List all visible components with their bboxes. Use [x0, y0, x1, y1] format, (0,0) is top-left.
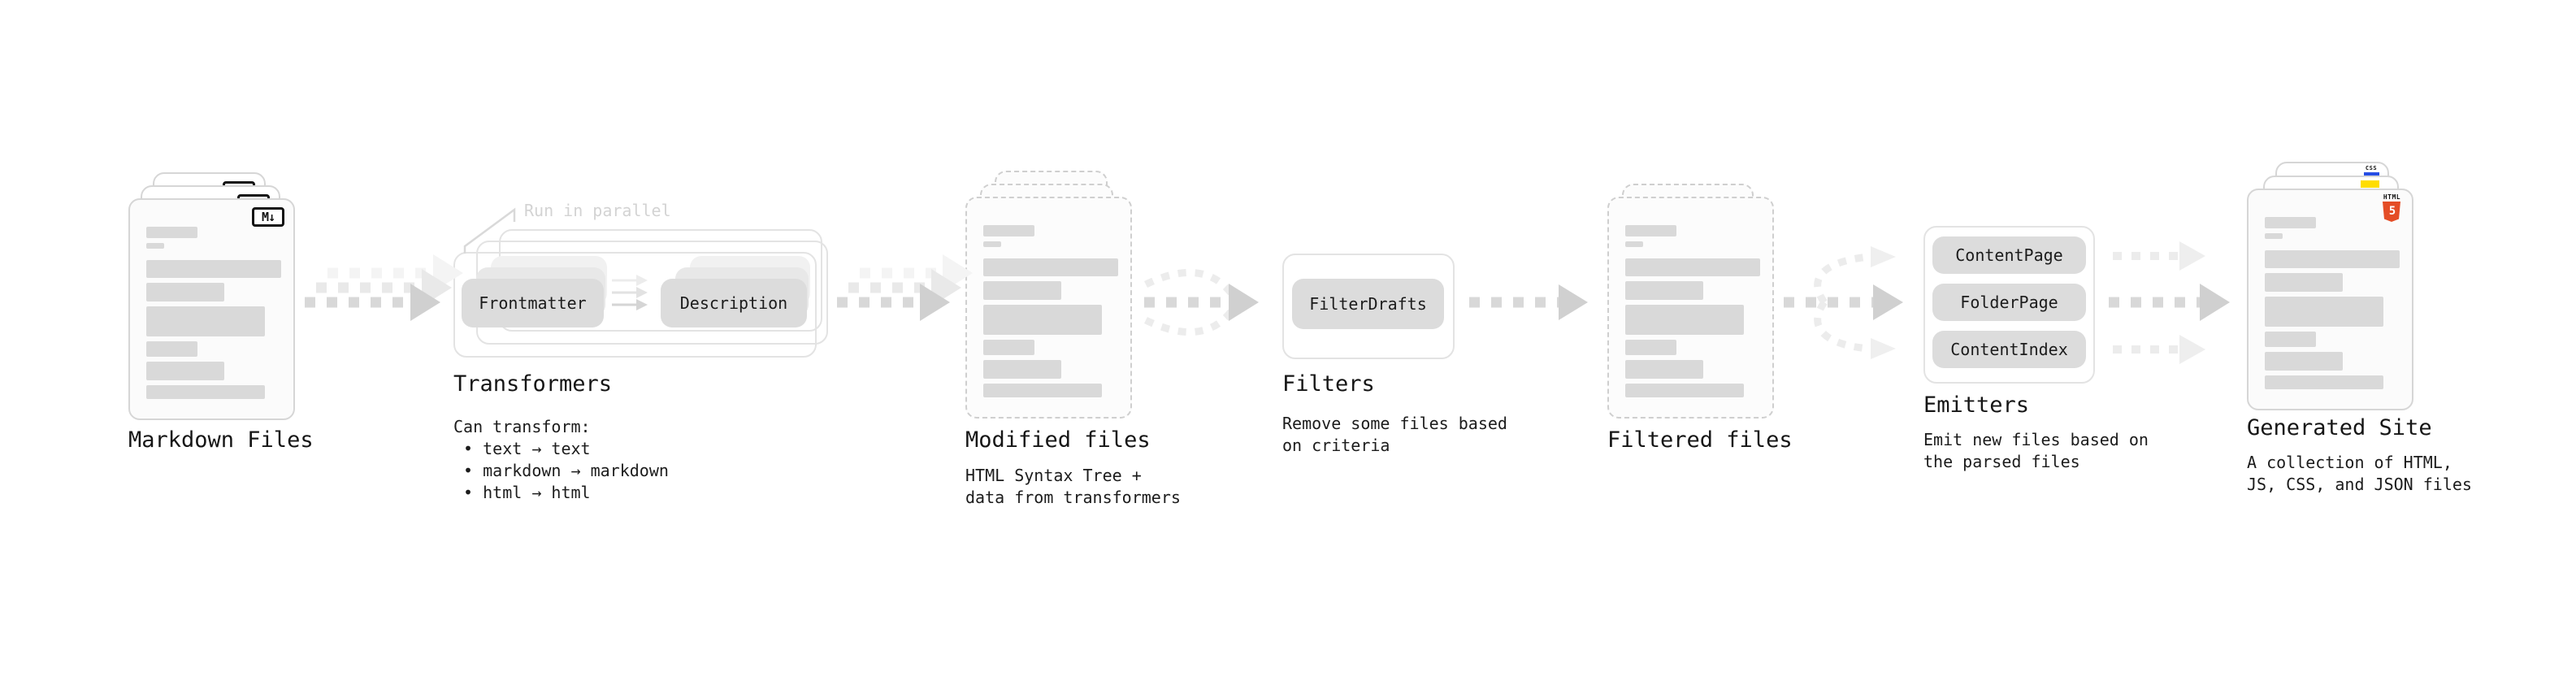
content-bar — [983, 281, 1061, 300]
markdown-file-sheet-front: M↓ — [128, 198, 295, 420]
content-bar — [2265, 375, 2383, 389]
arrow-markdown-to-transformers — [305, 254, 463, 321]
stage-caption-modified-files: HTML Syntax Tree + data from transformer… — [965, 466, 1181, 507]
arrow-filtered-to-emitters — [1784, 246, 1903, 359]
emitter-pill-contentpage: ContentPage — [1932, 236, 2086, 274]
content-bar — [983, 258, 1118, 276]
emitter-pill-folderpage: FolderPage — [1932, 284, 2086, 321]
content-bar — [983, 305, 1102, 335]
content-bar — [146, 341, 197, 357]
content-bar — [1625, 340, 1676, 355]
content-bar — [1625, 241, 1643, 247]
run-in-parallel-note: Run in parallel — [524, 201, 671, 220]
stage-label-filters: Filters — [1282, 371, 1375, 397]
content-bar — [1625, 360, 1703, 379]
content-bar — [2265, 273, 2343, 292]
content-bar — [1625, 281, 1703, 300]
stage-label-modified-files: Modified files — [965, 427, 1151, 453]
content-bar — [146, 385, 265, 399]
stage-label-generated-site: Generated Site — [2247, 415, 2432, 440]
css-file-icon: CSS — [2361, 165, 2381, 176]
transformer-pill-description: Description — [661, 279, 807, 327]
stage-label-emitters: Emitters — [1923, 393, 2030, 418]
modified-file-sheet-front — [965, 197, 1132, 419]
content-bar — [146, 243, 164, 249]
content-bar — [2265, 332, 2316, 347]
filter-pill-filterdrafts: FilterDrafts — [1292, 279, 1444, 329]
content-bar — [2265, 297, 2383, 327]
content-bar — [1625, 225, 1676, 236]
stage-label-filtered-files: Filtered files — [1607, 427, 1793, 453]
content-bar — [1625, 384, 1744, 397]
content-bar — [146, 260, 281, 278]
stage-caption-transformers: Can transform: • text → text • markdown … — [453, 417, 669, 502]
transformers-frame-front — [453, 252, 817, 358]
stage-label-transformers: Transformers — [453, 371, 613, 397]
content-bar — [983, 241, 1001, 247]
content-bar — [1625, 305, 1744, 335]
content-bar — [2265, 217, 2316, 228]
emitters-frame — [1923, 226, 2095, 384]
html5-icon: HTML 5 — [2383, 193, 2401, 222]
content-bar — [2265, 250, 2400, 268]
content-bar — [146, 227, 197, 238]
stage-caption-generated-site: A collection of HTML, JS, CSS, and JSON … — [2247, 453, 2472, 494]
content-bar — [146, 306, 265, 336]
filtered-file-sheet-front — [1607, 197, 1774, 419]
generated-file-sheet-front: HTML 5 — [2247, 189, 2413, 410]
arrow-modified-to-filters — [1144, 268, 1259, 336]
emitter-pill-contentindex: ContentIndex — [1932, 331, 2086, 368]
content-bar — [2265, 233, 2283, 239]
stage-caption-filters: Remove some files based on criteria — [1282, 414, 1507, 455]
arrow-emitters-to-generated — [2109, 241, 2230, 364]
content-bar — [146, 283, 224, 301]
arrow-filters-to-filtered — [1469, 284, 1588, 320]
markdown-icon: M↓ — [252, 207, 284, 227]
js-file-icon — [2361, 180, 2379, 188]
transformer-pill-frontmatter: Frontmatter — [462, 279, 604, 327]
stage-caption-emitters: Emit new files based on the parsed files — [1923, 430, 2149, 471]
content-bar — [983, 384, 1102, 397]
content-bar — [146, 362, 224, 380]
content-bar — [983, 225, 1034, 236]
stage-label-markdown-files: Markdown Files — [128, 427, 314, 453]
content-bar — [1625, 258, 1760, 276]
content-bar — [983, 340, 1034, 355]
filters-frame — [1282, 254, 1455, 359]
content-bar — [2265, 352, 2343, 371]
arrow-transformers-to-modified — [837, 254, 973, 321]
content-bar — [983, 360, 1061, 379]
